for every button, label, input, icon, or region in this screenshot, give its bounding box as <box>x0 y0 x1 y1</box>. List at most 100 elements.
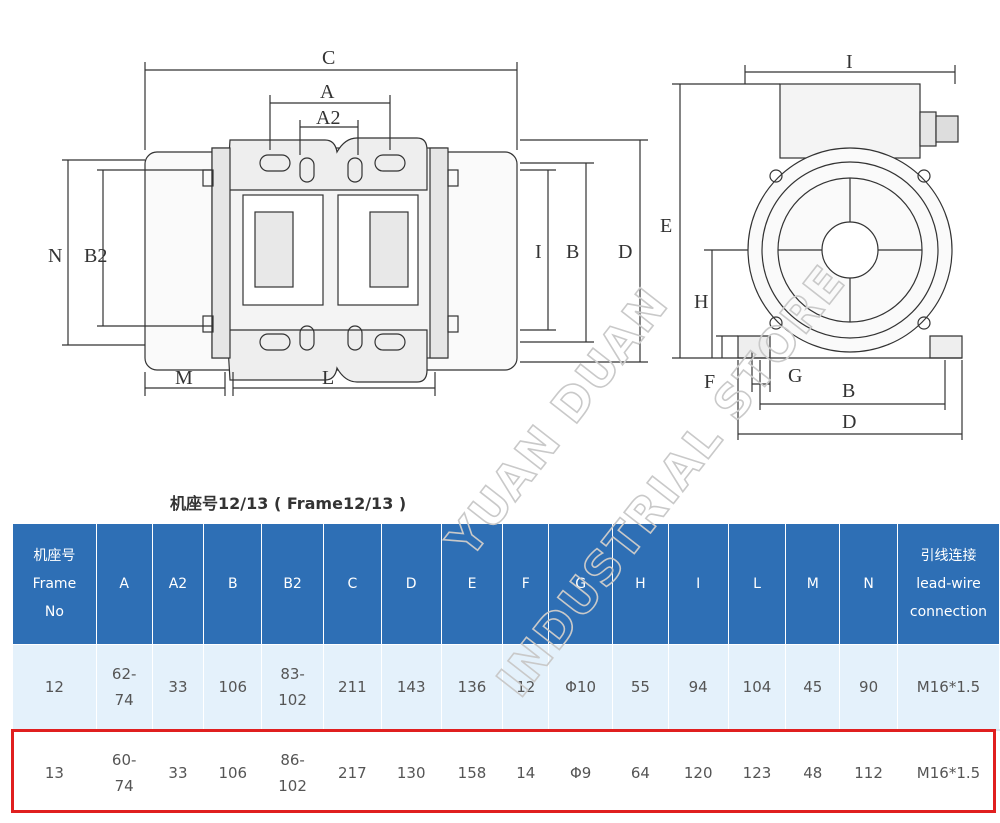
header-cell: M <box>785 523 841 645</box>
header-cell-line: H <box>635 576 646 592</box>
header-cell-line: D <box>405 576 417 592</box>
svg-text:I: I <box>535 241 542 263</box>
header-cell: D <box>380 523 442 645</box>
table-cell-line: 102 <box>278 777 307 795</box>
svg-text:G: G <box>788 365 802 387</box>
header-cell: E <box>440 523 504 645</box>
table-cell: 158 <box>440 729 504 816</box>
table-cell: 64 <box>612 729 669 816</box>
header-cell-line: A <box>119 576 129 592</box>
table-cell-line: 217 <box>338 764 367 782</box>
header-cell-line: L <box>753 576 761 592</box>
svg-text:D: D <box>842 411 856 433</box>
table-cell: 94 <box>667 644 729 731</box>
table-cell: 86-102 <box>261 729 324 816</box>
technical-drawing: C A A2 N B2 I B D M L <box>48 47 963 440</box>
table-cell-line: 104 <box>742 678 772 696</box>
table-cell: 112 <box>839 729 898 816</box>
header-cell: F <box>502 523 550 645</box>
table-cell-line: 211 <box>338 678 367 696</box>
table-cell-line: 90 <box>859 678 879 696</box>
header-cell-line: M <box>806 576 819 592</box>
header-cell-line: C <box>347 576 358 592</box>
header-cell-line: Frame <box>32 576 77 592</box>
table-cell-line: M16*1.5 <box>916 678 981 696</box>
table-cell: Φ9 <box>548 729 614 816</box>
table-cell: 14 <box>502 729 550 816</box>
svg-text:M: M <box>175 367 193 389</box>
header-cell-line: B2 <box>283 576 302 592</box>
table-cell-line: 55 <box>630 678 650 696</box>
header-cell-line: No <box>44 604 64 620</box>
table-cell: 211 <box>322 644 382 731</box>
header-cell-line: B <box>227 576 238 592</box>
header-cell-line: F <box>521 576 530 592</box>
svg-text:A: A <box>320 81 335 103</box>
table-cell: 143 <box>380 644 442 731</box>
table-cell: M16*1.5 <box>897 729 1000 816</box>
header-cell: H <box>612 523 669 645</box>
header-cell-line: 引线连接 <box>920 548 977 564</box>
svg-text:B: B <box>566 241 579 263</box>
table-cell-line: 48 <box>803 764 823 782</box>
front-view <box>62 62 648 396</box>
svg-text:B2: B2 <box>84 245 107 267</box>
table-cell-line: 62- <box>111 665 137 683</box>
table-cell-line: 60- <box>111 751 137 769</box>
header-cell: A2 <box>151 523 205 645</box>
table-cell-line: 86- <box>280 751 305 769</box>
table-cell-line: 74 <box>114 777 134 795</box>
table-cell: 104 <box>727 644 787 731</box>
table-cell-line: 14 <box>516 764 536 782</box>
table-cell: 60-74 <box>95 729 153 816</box>
header-cell-line: connection <box>909 604 988 620</box>
table-cell: 136 <box>440 644 504 731</box>
svg-text:A2: A2 <box>316 107 340 129</box>
table-cell: 217 <box>322 729 382 816</box>
side-view-labels: I E H F G B D <box>660 51 856 433</box>
table-cell-line: 120 <box>683 764 713 782</box>
table-cell: 106 <box>203 729 263 816</box>
svg-text:I: I <box>846 51 853 73</box>
table-cell: 106 <box>203 644 263 731</box>
table-cell: 62-74 <box>95 644 153 731</box>
table-cell: 33 <box>151 644 205 731</box>
header-cell: N <box>839 523 898 645</box>
header-cell: B2 <box>261 523 324 645</box>
header-cell: I <box>667 523 729 645</box>
svg-text:F: F <box>704 371 715 393</box>
table-cell: M16*1.5 <box>897 644 1000 731</box>
header-cell: L <box>727 523 787 645</box>
table-cell-line: 13 <box>44 764 64 782</box>
table-cell-line: 74 <box>114 691 134 709</box>
header-cell-line: I <box>696 576 701 592</box>
table-cell-line: 83- <box>280 665 305 683</box>
side-view <box>672 65 963 440</box>
svg-text:L: L <box>322 367 334 389</box>
table-cell-line: 106 <box>218 764 248 782</box>
table-cell-line: 94 <box>688 678 708 696</box>
table-cell-line: 64 <box>630 764 650 782</box>
table-cell: 45 <box>785 644 841 731</box>
table-cell-line: 158 <box>457 764 487 782</box>
table-cell-line: Φ9 <box>569 764 592 782</box>
table-cell: 12 <box>502 644 550 731</box>
front-view-labels: C A A2 N B2 I B D M L <box>48 47 632 389</box>
table-cell: 130 <box>380 729 442 816</box>
table-cell-line: 33 <box>168 764 188 782</box>
header-cell-line: 机座号 <box>33 548 76 564</box>
header-cell-line: A2 <box>168 576 188 592</box>
svg-text:C: C <box>322 47 335 69</box>
table-cell-line: 45 <box>803 678 823 696</box>
header-cell-line: E <box>467 576 477 592</box>
table-cell: 55 <box>612 644 669 731</box>
table-cell-line: 106 <box>218 678 248 696</box>
table-cell: 83-102 <box>261 644 324 731</box>
table-cell-line: 33 <box>168 678 188 696</box>
header-cell: B <box>203 523 263 645</box>
table-cell-line: 143 <box>396 678 426 696</box>
